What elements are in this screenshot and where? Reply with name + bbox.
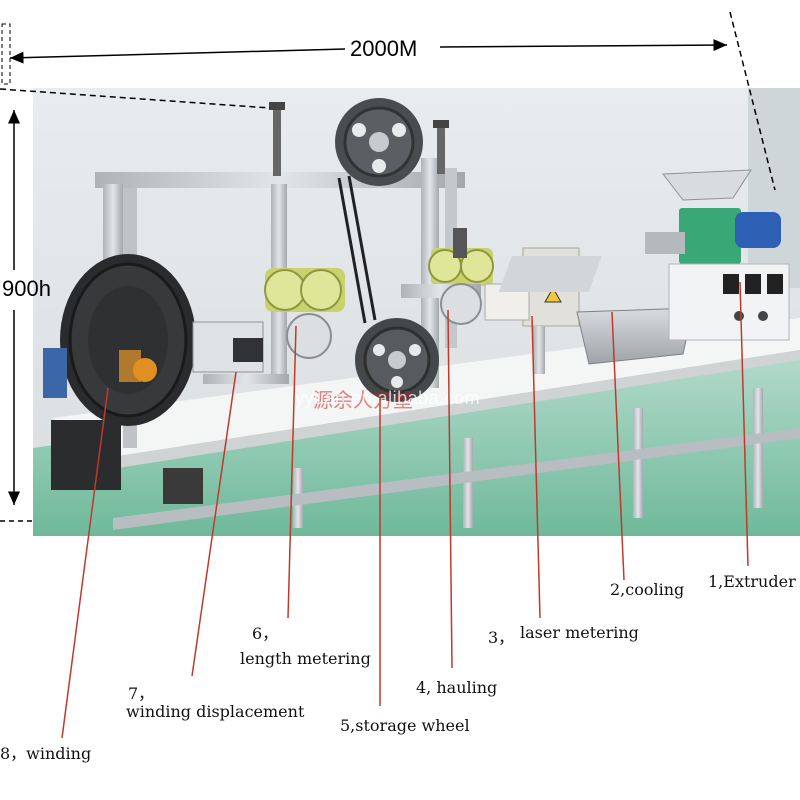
table-leg [633,408,643,518]
pointer-length-metering [287,325,297,619]
dimension-left-bracket [1,23,11,85]
belt [337,177,367,324]
table-rail [113,428,800,530]
label-winding: 8，winding [0,744,92,763]
label-length-metering: length metering [240,649,371,668]
table-edge [93,350,800,472]
dimension-right-guide [729,11,776,191]
pointer-laser-metering [531,315,541,619]
pointer-cooling [611,311,625,581]
storage-wheel-lower [355,318,439,402]
label-length-number: 6， [252,624,279,643]
watermark-url: yyuan.en.alibaba.com [295,388,481,408]
watermark-chinese: 源余人方塑 [313,388,413,412]
table-leg [463,438,473,528]
production-line-photo: 源余人方塑 yyuan.en.alibaba.com [33,88,800,536]
belt [347,175,377,321]
pointer-winding [61,387,109,739]
cooling-tank [498,256,694,365]
adjust-knob [433,120,449,128]
production-line-illustration [33,88,800,536]
hauling-rollers [401,228,494,325]
length-metering-rollers [264,268,345,359]
winding-displacement-unit [192,321,289,384]
label-extruder: 1,Extruder [708,572,796,591]
pointer-winding-displacement [191,371,237,677]
dimension-height-label: 900h [2,276,51,301]
label-laser-number: 3， [488,628,515,647]
label-winding-displacement: winding displacement [126,702,305,721]
pointer-hauling [447,309,453,669]
adjust-screw [273,106,281,176]
adjust-screw [437,124,445,174]
label-laser-metering: laser metering [520,623,639,642]
label-cooling: 2,cooling [610,580,685,599]
dimension-width-arrow-right [439,39,728,52]
label-displacement-number: 7， [128,684,155,703]
label-hauling: 4, hauling [416,678,498,697]
winding-spool [43,254,196,490]
pointer-extruder [739,281,749,567]
storage-wheel-upper [335,98,423,186]
dimension-width-arrow-left [9,48,346,64]
adjust-knob [269,102,285,110]
dimension-top-guide [0,88,271,109]
table-leg [753,388,763,508]
extruder-machine [645,169,790,341]
dimension-width-label: 2000M [350,36,418,61]
frame-foot [163,468,203,504]
label-storage-wheel: 5,storage wheel [340,716,470,735]
